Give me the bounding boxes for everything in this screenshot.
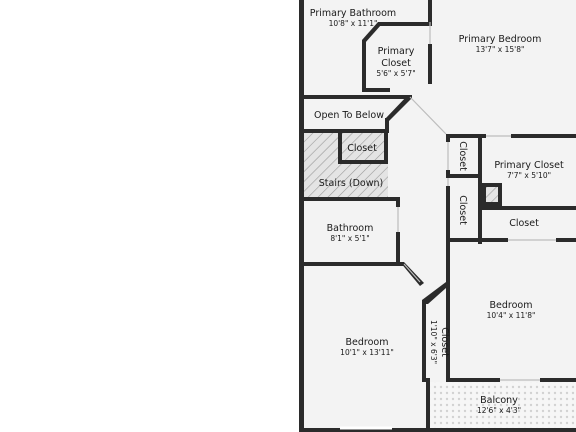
- open-to-below-label: Open To Below: [314, 110, 384, 121]
- closet-vertical-2-label: Closet: [457, 195, 468, 225]
- primary-closet-b-label: Primary Closet: [494, 160, 564, 171]
- primary-bedroom-dims: 13'7" x 15'8": [476, 45, 525, 54]
- closet-right-label: Closet: [509, 218, 539, 229]
- bedroom-right-label: Bedroom: [490, 300, 533, 311]
- primary-closet-a-label-line2: Closet: [381, 58, 411, 69]
- balcony-floor: [426, 382, 576, 432]
- floor-area: [303, 0, 576, 432]
- closet-upper-label: Closet: [347, 143, 377, 154]
- bedroom-left-label: Bedroom: [346, 337, 389, 348]
- stairs-hatch: [304, 131, 388, 199]
- primary-bathroom-label: Primary Bathroom: [310, 8, 396, 19]
- walls: [299, 0, 576, 432]
- bedroom-left-dims: 10'1" x 13'11": [340, 348, 394, 357]
- stairs-label: Stairs (Down): [319, 178, 383, 189]
- closet-vertical-1-label: Closet: [457, 141, 468, 171]
- balcony-label: Balcony: [480, 395, 518, 406]
- primary-bathroom-dims: 10'8" x 11'1": [329, 19, 378, 28]
- primary-closet-a-dims: 5'6" x 5'7": [376, 69, 415, 78]
- primary-bedroom-label: Primary Bedroom: [459, 34, 542, 45]
- bedroom-right-dims: 10'4" x 11'8": [487, 311, 536, 320]
- bathroom-dims: 8'1" x 5'1": [330, 234, 369, 243]
- balcony-dims: 12'6" x 4'3": [477, 406, 521, 415]
- bathroom-label: Bathroom: [327, 223, 374, 234]
- primary-closet-a-label-line1: Primary: [378, 46, 415, 57]
- closet-small-label: Closet: [439, 327, 450, 357]
- closet-small-dims: 1'10" x 6'3": [429, 320, 438, 364]
- primary-closet-b-dims: 7'7" x 5'10": [507, 171, 551, 180]
- door-lines: [340, 22, 556, 430]
